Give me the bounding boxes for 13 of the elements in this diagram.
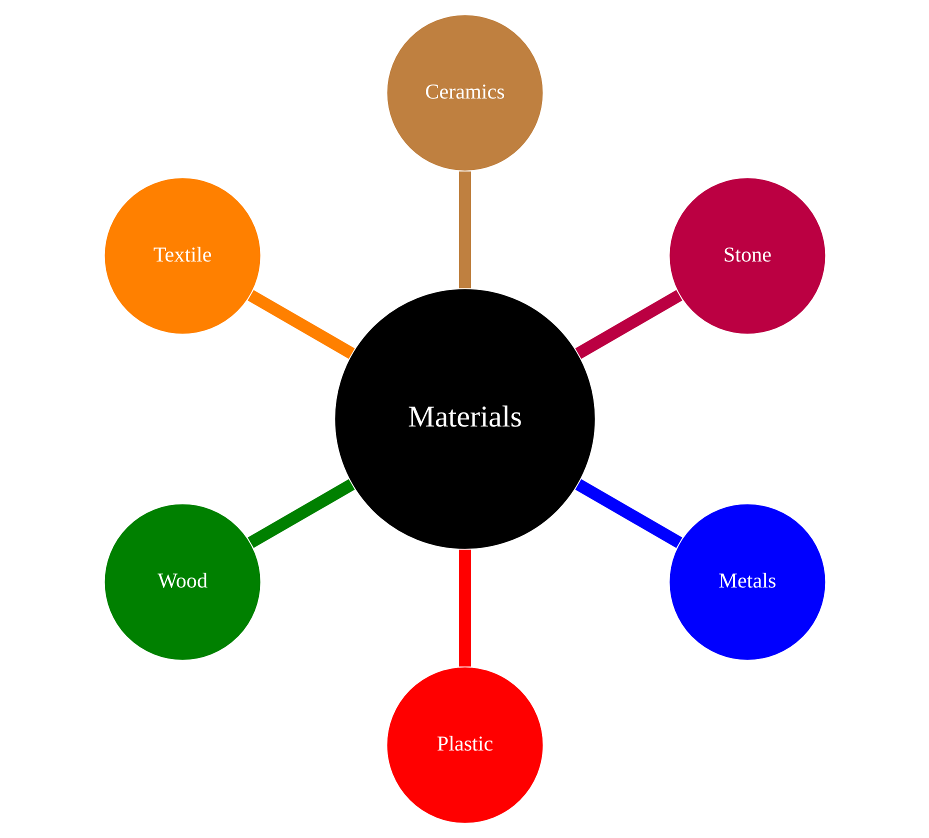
node-circle: Plastic	[385, 666, 544, 824]
node-circle: Ceramics	[385, 14, 544, 172]
connector	[458, 172, 471, 288]
connector	[574, 290, 682, 359]
node-circle: Metals	[668, 502, 826, 662]
node-circle: Wood	[102, 502, 262, 662]
connector	[247, 290, 354, 359]
connector	[574, 479, 682, 548]
node-circle: Textile	[102, 176, 262, 336]
node-circle: Stone	[668, 176, 826, 336]
connector	[247, 479, 354, 548]
connector	[458, 550, 471, 666]
node-circle: Materials	[333, 288, 596, 550]
